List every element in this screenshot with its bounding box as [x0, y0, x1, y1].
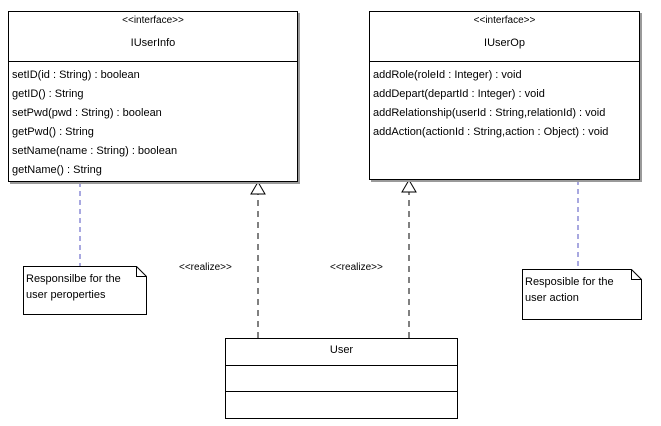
- iuserinfo-header: <<interface>> IUserInfo: [9, 12, 297, 62]
- iuserinfo-class[interactable]: <<interface>> IUserInfo setID(id : Strin…: [8, 11, 298, 182]
- user-name: User: [329, 344, 354, 356]
- operation: addRole(roleId : Integer) : void: [373, 69, 522, 81]
- realize-label-userinfo: <<realize>>: [179, 262, 232, 273]
- operation: setID(id : String) : boolean: [12, 69, 140, 81]
- operation: setName(name : String) : boolean: [12, 145, 178, 157]
- realize-arrowhead-userop: [401, 179, 417, 193]
- iuserop-header: <<interface>> IUserOp: [370, 12, 639, 62]
- note-text: Responsilbe for the user peroperties: [26, 271, 121, 303]
- note-line: user action: [525, 292, 579, 304]
- iuserop-class[interactable]: <<interface>> IUserOp addRole(roleId : I…: [369, 11, 640, 180]
- note-text: Resposible for the user action: [525, 274, 614, 306]
- note-line: Responsilbe for the: [26, 273, 121, 285]
- realize-arrowhead-userinfo: [250, 181, 266, 195]
- user-header: User: [226, 339, 457, 366]
- iuserinfo-operations: setID(id : String) : boolean getID() : S…: [9, 62, 297, 180]
- user-class[interactable]: User: [225, 338, 458, 419]
- note-shape: [522, 269, 642, 320]
- note-shape: [23, 266, 147, 315]
- realize-label-userop: <<realize>>: [330, 262, 383, 273]
- note-line: Resposible for the: [525, 276, 614, 288]
- iuserop-stereotype: <<interface>>: [473, 15, 536, 26]
- user-attributes: [226, 366, 457, 392]
- iuserop-operations: addRole(roleId : Integer) : void addDepa…: [370, 62, 639, 142]
- userinfo-note[interactable]: Responsilbe for the user peroperties: [23, 266, 147, 315]
- note-line: user peroperties: [26, 289, 106, 301]
- userop-note[interactable]: Resposible for the user action: [522, 269, 642, 320]
- operation: addRelationship(userId : String,relation…: [373, 107, 606, 119]
- operation: getID() : String: [12, 88, 84, 100]
- user-operations: [226, 392, 457, 418]
- operation: getName() : String: [12, 164, 102, 176]
- operation: getPwd() : String: [12, 126, 94, 138]
- iuserop-name: IUserOp: [484, 37, 525, 49]
- operation: setPwd(pwd : String) : boolean: [12, 107, 162, 119]
- iuserinfo-name: IUserInfo: [130, 37, 176, 49]
- iuserinfo-stereotype: <<interface>>: [122, 15, 184, 26]
- operation: addAction(actionId : String,action : Obj…: [373, 126, 609, 138]
- operation: addDepart(departId : Integer) : void: [373, 88, 545, 100]
